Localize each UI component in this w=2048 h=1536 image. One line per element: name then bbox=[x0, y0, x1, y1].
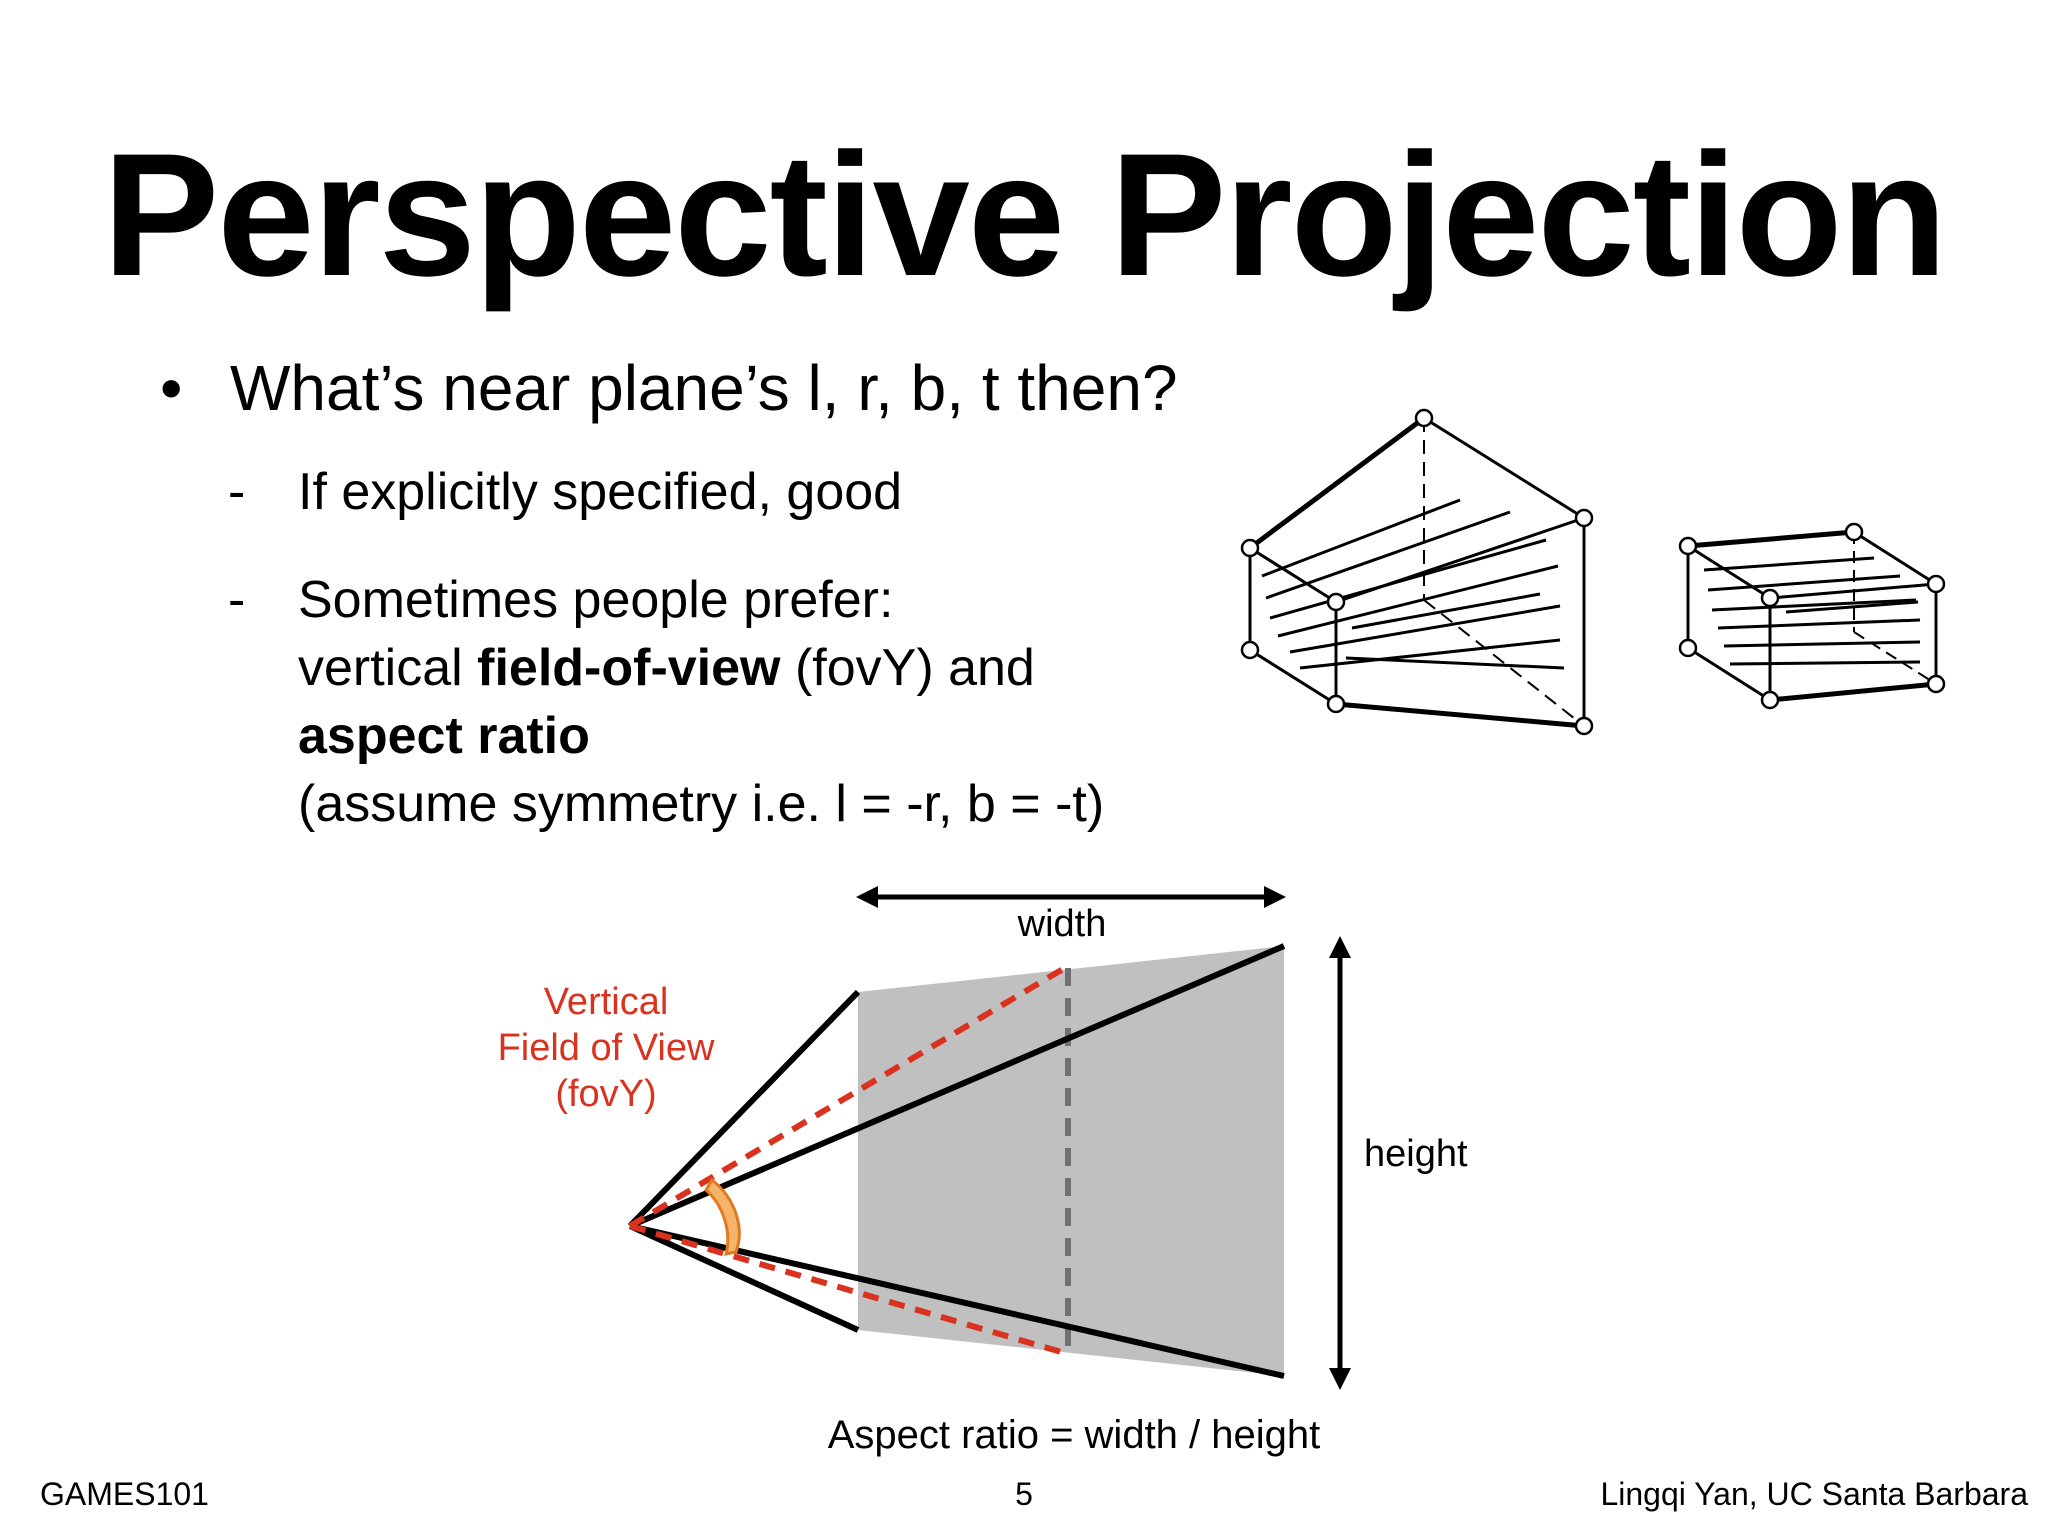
frustum-edge-bottom bbox=[628, 1223, 860, 1333]
fov-label-line-1: Vertical bbox=[544, 981, 669, 1023]
author-credit: Lingqi Yan, UC Santa Barbara bbox=[1600, 1476, 2028, 1512]
aspect-ratio-term: aspect ratio bbox=[298, 707, 590, 765]
fov-label-line-2: Field of View bbox=[498, 1027, 715, 1069]
fov-label-line-3: (fovY) bbox=[555, 1073, 656, 1115]
aspect-ratio-label: Aspect ratio = width / height bbox=[828, 1413, 1321, 1457]
bullet-marker: • bbox=[160, 352, 183, 424]
course-name: GAMES101 bbox=[40, 1476, 209, 1512]
slide-title: Perspective Projection bbox=[102, 118, 1948, 313]
fov-diagram: width height Vertical Field of View (fov… bbox=[498, 886, 1468, 1457]
page-number: 5 bbox=[1015, 1476, 1033, 1512]
sub-bullet-marker: - bbox=[228, 463, 246, 521]
sub-bullet-body: Sometimes people prefer: vertical field-… bbox=[298, 566, 1104, 838]
height-arrow bbox=[1329, 936, 1351, 1390]
cuboid-shape bbox=[1678, 522, 1946, 710]
sub-bullet-text: If explicitly specified, good bbox=[298, 463, 903, 521]
sub-line-2-suffix: (fovY) and bbox=[780, 639, 1035, 697]
bullet-text: What’s near plane’s l, r, b, t then? bbox=[230, 352, 1178, 424]
fov-ray-bottom bbox=[629, 1223, 1069, 1357]
width-label: width bbox=[1017, 903, 1107, 945]
height-label: height bbox=[1364, 1133, 1468, 1175]
sub-line-4: (assume symmetry i.e. l = -r, b = -t) bbox=[298, 775, 1105, 833]
sub-line-2-prefix: vertical bbox=[298, 639, 478, 697]
view-ray-top bbox=[628, 943, 1286, 1229]
width-arrow bbox=[856, 886, 1286, 908]
sub-bullet-marker: - bbox=[228, 571, 246, 629]
fov-ray-top bbox=[628, 963, 1070, 1229]
view-ray-bottom bbox=[629, 1223, 1285, 1379]
sub-line-1: Sometimes people prefer: bbox=[298, 571, 894, 629]
fov-term: field-of-view bbox=[477, 639, 781, 697]
fov-angle-marker bbox=[704, 1177, 741, 1256]
frustum-shape bbox=[1240, 408, 1594, 736]
sub-line-3: aspect ratio bbox=[298, 702, 1104, 770]
sub-line-2: vertical field-of-view (fovY) and bbox=[298, 634, 1104, 702]
frustum-edge-top bbox=[627, 989, 861, 1229]
